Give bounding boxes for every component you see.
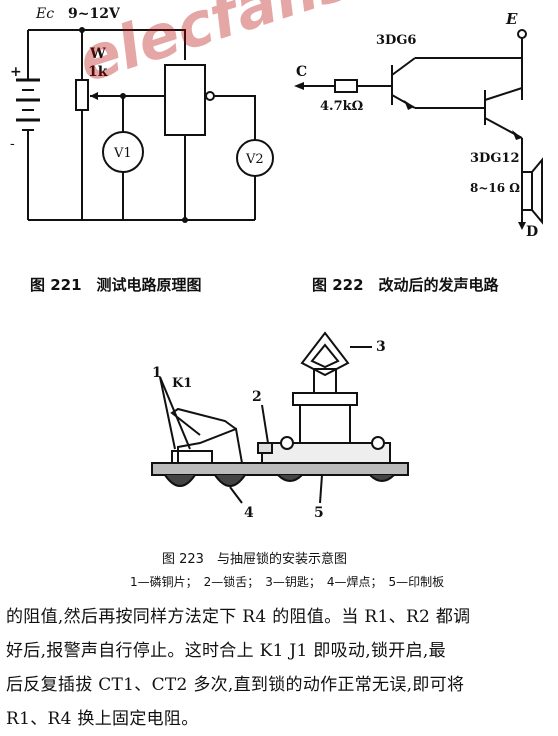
transistor-3dg12-label: 3DG12: [470, 151, 520, 166]
marker-2: 2: [252, 389, 262, 405]
marker-4: 4: [244, 505, 254, 521]
battery-minus: -: [10, 136, 15, 152]
terminal-c-label: C: [296, 64, 307, 80]
supply-voltage: 9~12V: [68, 6, 121, 22]
speaker-label: 8~16 Ω: [470, 181, 520, 195]
pot-value: 1k: [88, 64, 108, 80]
caption-fig-223: 图 223 与抽屉锁的安装示意图: [162, 552, 347, 567]
meter-v1-label: V1: [113, 146, 132, 161]
test-circuit-diagram: Ec 9~12V W 1k + - V1 V2: [10, 6, 274, 223]
paragraph-line-1: 的阻值,然后再按同样方法定下 R4 的阻值。当 R1、R2 都调: [6, 607, 471, 627]
paragraph-line-3: 后反复插拔 CT1、CT2 多次,直到锁的动作正常无误,即可将: [6, 675, 465, 695]
body-paragraph: 的阻值,然后再按同样方法定下 R4 的阻值。当 R1、R2 都调 好后,报警声自…: [6, 600, 546, 736]
legend-fig-223: 1—磷铜片； 2—锁舌； 3—钥匙； 4—焊点； 5—印制板: [130, 575, 445, 589]
terminal-e-label: E: [505, 10, 518, 28]
supply-label: Ec: [35, 6, 54, 22]
lock-installation-diagram: 1 K1 2 3 4 5: [151, 331, 409, 521]
marker-3: 3: [376, 339, 386, 355]
transistor-3dg6-label: 3DG6: [376, 33, 416, 48]
meter-v2-label: V2: [245, 152, 264, 167]
caption-fig-222: 图 222 改动后的发声电路: [312, 276, 499, 294]
paragraph-line-2: 好后,报警声自行停止。这时合上 K1 J1 即吸动,锁开启,最: [6, 641, 446, 661]
switch-k1-label: K1: [172, 376, 192, 391]
caption-fig-221: 图 221 测试电路原理图: [30, 276, 202, 294]
resistor-label: 4.7kΩ: [320, 99, 363, 114]
paragraph-line-4: R1、R4 换上固定电阻。: [6, 709, 199, 729]
battery-plus: +: [10, 64, 22, 80]
marker-1: 1: [152, 365, 162, 381]
terminal-d-label: D: [526, 224, 538, 240]
pot-label: W: [89, 46, 106, 62]
sound-circuit-diagram: E 3DG6 3DG12 C 4.7kΩ 8~16 Ω D: [294, 10, 543, 240]
marker-5: 5: [314, 505, 324, 521]
